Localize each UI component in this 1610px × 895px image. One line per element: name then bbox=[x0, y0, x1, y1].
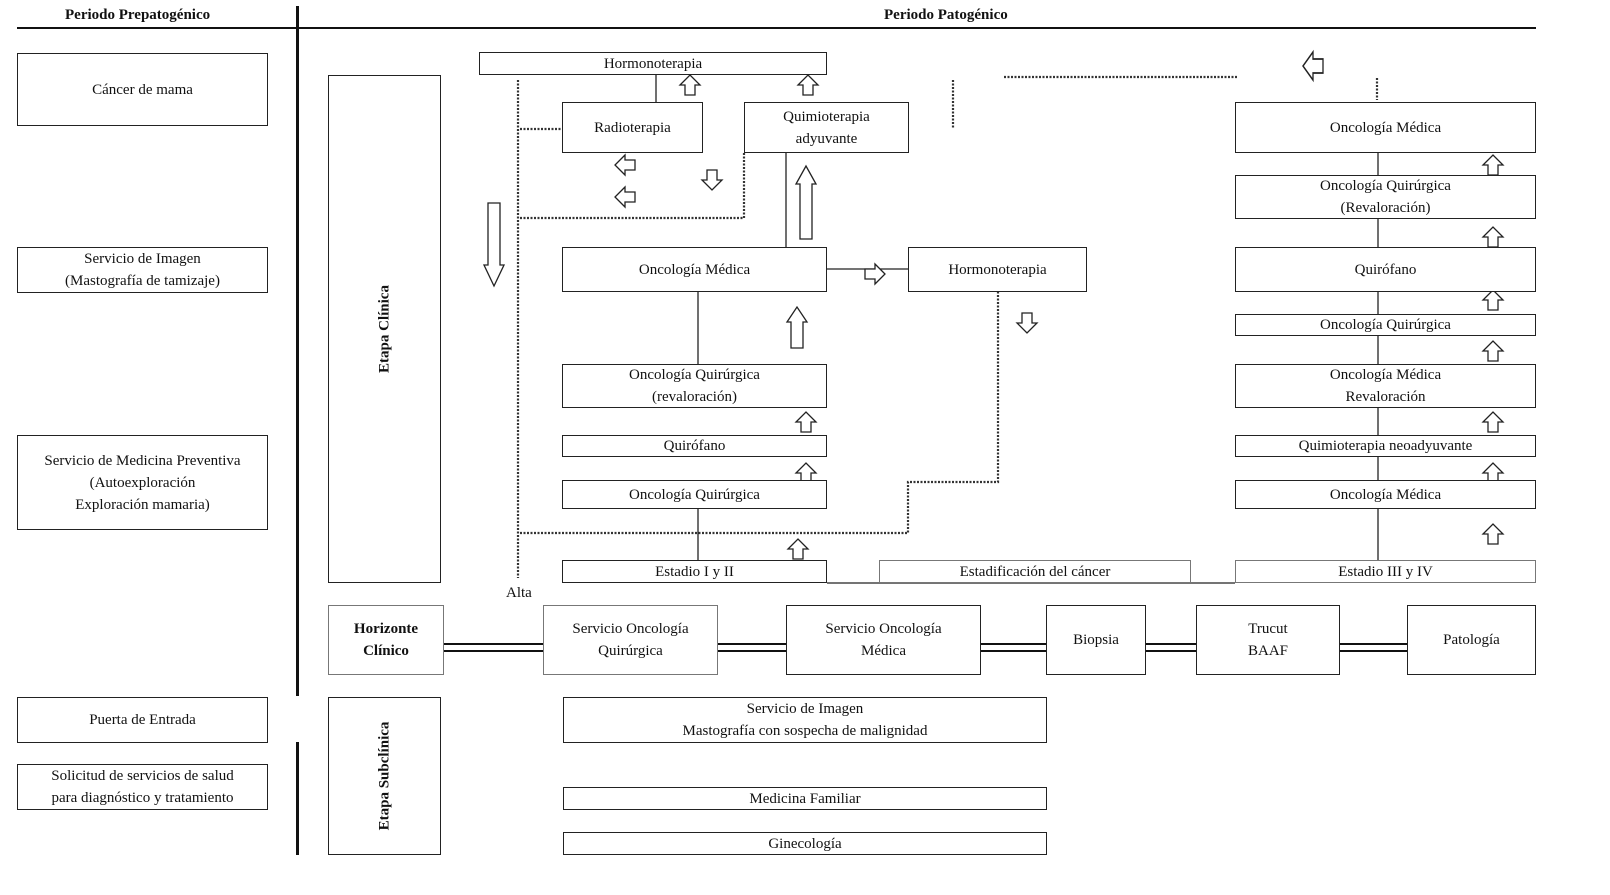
puerta-de-entrada-box: Puerta de Entrada bbox=[17, 697, 268, 743]
estadio-1-2-box: Estadio I y II bbox=[562, 560, 827, 583]
oncologia-quirurgica-middle-box: Oncología Quirúrgica bbox=[562, 480, 827, 509]
servicio-imagen-sospecha-box: Servicio de Imagen Mastografía con sospe… bbox=[563, 697, 1047, 743]
etapa-subclinica-box: Etapa Subclínica bbox=[328, 697, 441, 855]
hormonoterapia-top-box: Hormonoterapia bbox=[479, 52, 827, 75]
oncologia-medica-revaloracion-box: Oncología Médica Revaloración bbox=[1235, 364, 1536, 408]
etapa-clinica-label: Etapa Clínica bbox=[376, 285, 392, 373]
oncologia-medica-top-right-box: Oncología Médica bbox=[1235, 102, 1536, 153]
servicio-imagen-tamizaje-box: Servicio de Imagen (Mastografía de tamiz… bbox=[17, 247, 268, 293]
medicina-familiar-box: Medicina Familiar bbox=[563, 787, 1047, 810]
servicio-oncologia-quirurgica-box: Servicio Oncología Quirúrgica bbox=[543, 605, 718, 675]
oncologia-medica-middle-box: Oncología Médica bbox=[562, 247, 827, 292]
alta-label: Alta bbox=[506, 585, 532, 601]
quimioterapia-adyuvante-box: Quimioterapia adyuvante bbox=[744, 102, 909, 153]
estadio-3-4-box: Estadio III y IV bbox=[1235, 560, 1536, 583]
header-patogenico: Periodo Patogénico bbox=[884, 7, 1008, 23]
header-prepatogenico: Periodo Prepatogénico bbox=[65, 7, 211, 23]
hormonoterapia-right-box: Hormonoterapia bbox=[908, 247, 1087, 292]
medicina-preventiva-box: Servicio de Medicina Preventiva (Autoexp… bbox=[17, 435, 268, 530]
etapa-clinica-box: Etapa Clínica bbox=[328, 75, 441, 583]
biopsia-box: Biopsia bbox=[1046, 605, 1146, 675]
radioterapia-box: Radioterapia bbox=[562, 102, 703, 153]
quirofano-right-box: Quirófano bbox=[1235, 247, 1536, 292]
period-divider-lower bbox=[296, 742, 299, 855]
quirofano-middle-box: Quirófano bbox=[562, 435, 827, 457]
estadificacion-cancer-box: Estadificación del cáncer bbox=[879, 560, 1191, 583]
quimioterapia-neoadyuvante-box: Quimioterapia neoadyuvante bbox=[1235, 435, 1536, 457]
trucut-baaf-box: Trucut BAAF bbox=[1196, 605, 1340, 675]
oncologia-quirurgica-revaloracion-right-box: Oncología Quirúrgica (Revaloración) bbox=[1235, 175, 1536, 219]
solicitud-servicios-box: Solicitud de servicios de salud para dia… bbox=[17, 764, 268, 810]
period-divider-upper bbox=[296, 6, 299, 696]
servicio-oncologia-medica-box: Servicio Oncología Médica bbox=[786, 605, 981, 675]
horizonte-clinico-box: Horizonte Clínico bbox=[328, 605, 444, 675]
header-rule bbox=[17, 27, 1536, 29]
patologia-box: Patología bbox=[1407, 605, 1536, 675]
etapa-subclinica-label: Etapa Subclínica bbox=[376, 721, 392, 831]
oncologia-quirurgica-right-box: Oncología Quirúrgica bbox=[1235, 314, 1536, 336]
ginecologia-box: Ginecología bbox=[563, 832, 1047, 855]
cancer-de-mama-box: Cáncer de mama bbox=[17, 53, 268, 126]
oncologia-quirurgica-revaloracion-box: Oncología Quirúrgica (revaloración) bbox=[562, 364, 827, 408]
oncologia-medica-bottom-right-box: Oncología Médica bbox=[1235, 480, 1536, 509]
